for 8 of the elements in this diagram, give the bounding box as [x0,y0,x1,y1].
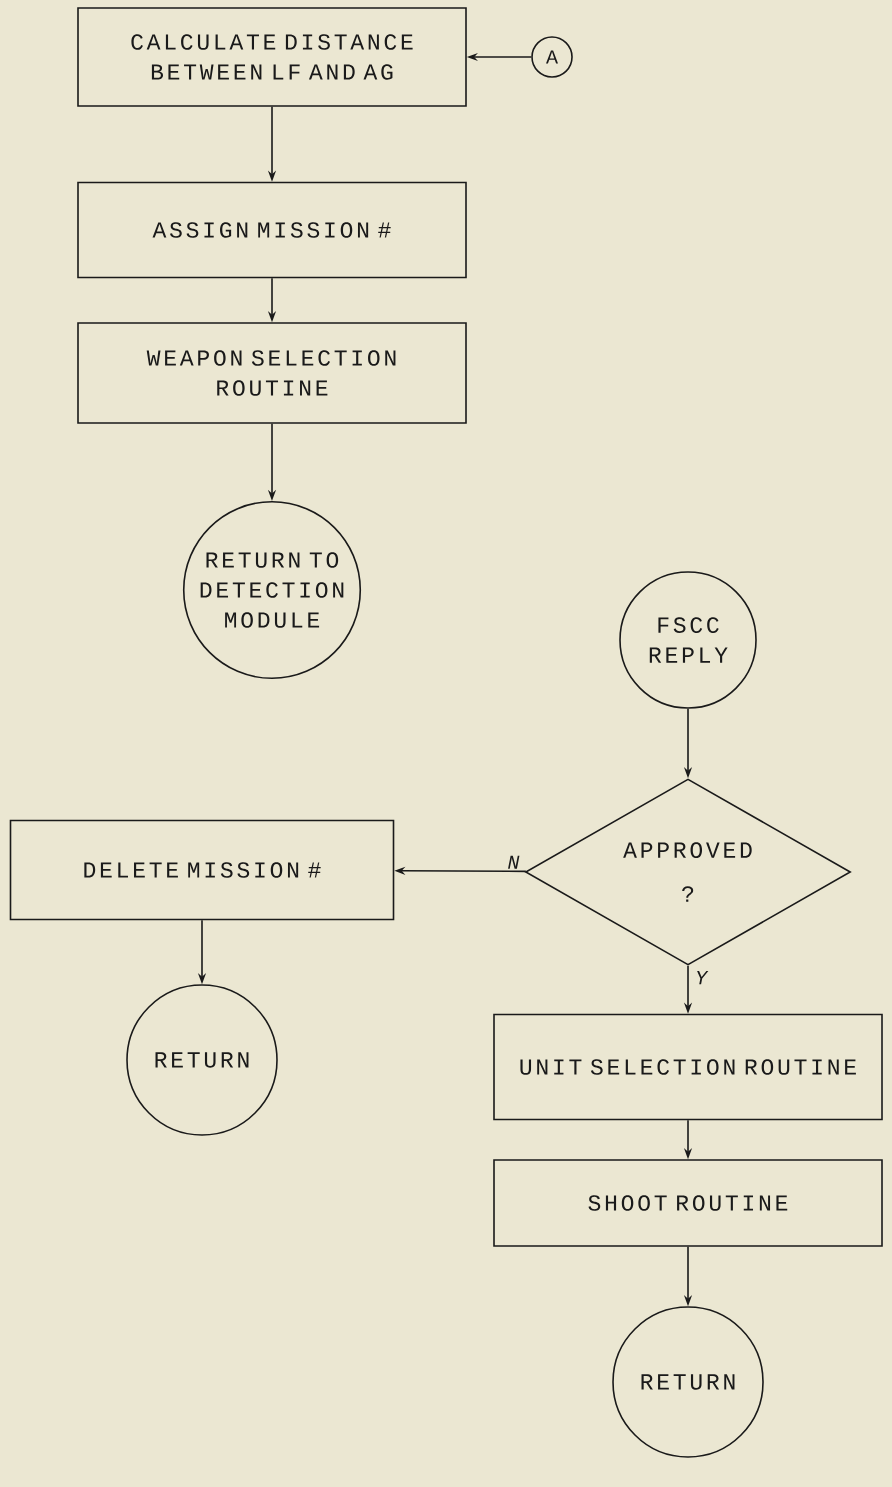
edge-label: Y [697,971,709,985]
process-box: ASSIGN MISSION # [77,181,467,279]
process-box: CALCULATE DISTANCE BETWEEN LF AND AG [77,7,467,107]
process-box: SHOOT ROUTINE [493,1159,883,1247]
process-box: DELETE MISSION # [9,819,395,921]
process-box: WEAPON SELECTION ROUTINE [77,322,467,424]
edge-label: N [508,855,520,869]
process-box: UNIT SELECTION ROUTINE [493,1013,883,1121]
